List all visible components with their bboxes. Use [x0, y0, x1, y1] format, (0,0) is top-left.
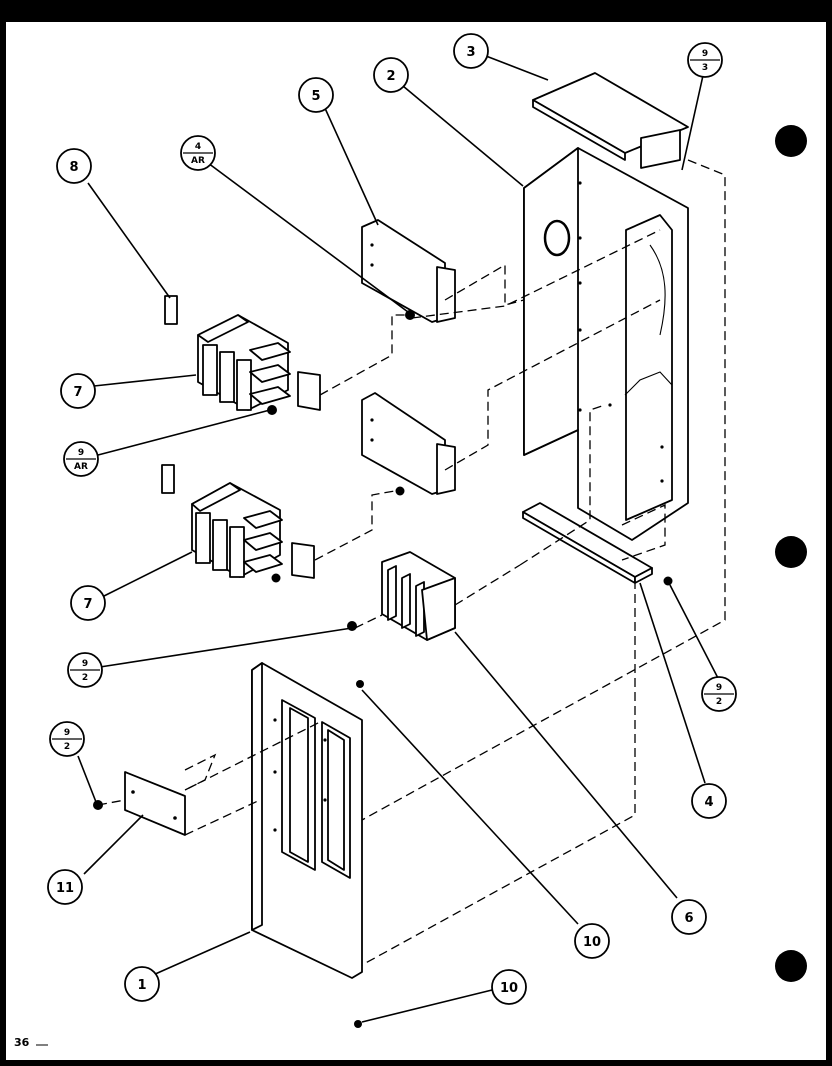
part-8-label-plate — [161, 295, 178, 494]
fraction-denominator: AR — [191, 156, 205, 166]
part-3-top-cover — [532, 72, 689, 169]
callout-10-lower: 10 — [491, 969, 527, 1005]
fraction-denominator: AR — [74, 462, 88, 472]
binder-hole — [775, 125, 807, 157]
fraction-denominator: 2 — [64, 742, 70, 752]
callout-label: 1 — [137, 978, 146, 993]
fraction-numerator: 4 — [195, 142, 201, 152]
part-7-breaker-lower — [191, 482, 315, 583]
callout-7-lower: 7 — [70, 585, 106, 621]
callout-8: 8 — [56, 148, 92, 184]
fraction-denominator: 3 — [702, 63, 708, 73]
callout-label: 10 — [583, 935, 601, 950]
binder-hole — [775, 950, 807, 982]
callout-6: 6 — [671, 899, 707, 935]
callout-11: 11 — [47, 869, 83, 905]
fraction-numerator: 9 — [702, 49, 708, 59]
part-5-bracket-upper — [361, 219, 456, 323]
callout-4: 4 — [691, 783, 727, 819]
leader-lines — [77, 55, 721, 1023]
callout-7-upper: 7 — [60, 373, 96, 409]
fraction-numerator: 9 — [716, 683, 722, 693]
callout-9-2-lower: 9 2 — [49, 721, 85, 757]
part-7-breaker-upper — [197, 314, 321, 415]
binder-hole — [775, 536, 807, 568]
callout-9-2-left: 9 2 — [67, 652, 103, 688]
callout-label: 6 — [684, 911, 693, 926]
callout-4-ar: 4 AR — [180, 135, 216, 171]
callout-label: 5 — [311, 89, 320, 104]
page-number: 36 — [14, 1036, 30, 1049]
callout-9-2-right: 9 2 — [701, 676, 737, 712]
callout-1: 1 — [124, 966, 160, 1002]
callout-label: 10 — [500, 981, 518, 996]
part-6-terminal-block — [347, 551, 456, 641]
part-2-back-panel — [523, 147, 689, 541]
page-area — [6, 22, 826, 1060]
callout-2: 2 — [373, 57, 409, 93]
callout-label: 8 — [69, 160, 78, 175]
fraction-denominator: 2 — [82, 673, 88, 683]
assembly-lines — [97, 159, 726, 966]
callout-label: 3 — [466, 45, 475, 60]
fraction-numerator: 9 — [78, 448, 84, 458]
callout-3: 3 — [453, 33, 489, 69]
callout-10-upper: 10 — [574, 923, 610, 959]
fraction-numerator: 9 — [82, 659, 88, 669]
fraction-numerator: 9 — [64, 728, 70, 738]
callout-9-ar: 9 AR — [63, 441, 99, 477]
callout-label: 11 — [56, 881, 74, 896]
callout-9-3: 9 3 — [687, 42, 723, 78]
callout-label: 7 — [83, 597, 92, 612]
callout-label: 7 — [73, 385, 82, 400]
part-4-bottom-rail — [522, 502, 673, 586]
callout-label: 4 — [704, 795, 713, 810]
fraction-denominator: 2 — [716, 697, 722, 707]
callout-label: 2 — [386, 69, 395, 84]
callout-5: 5 — [298, 77, 334, 113]
